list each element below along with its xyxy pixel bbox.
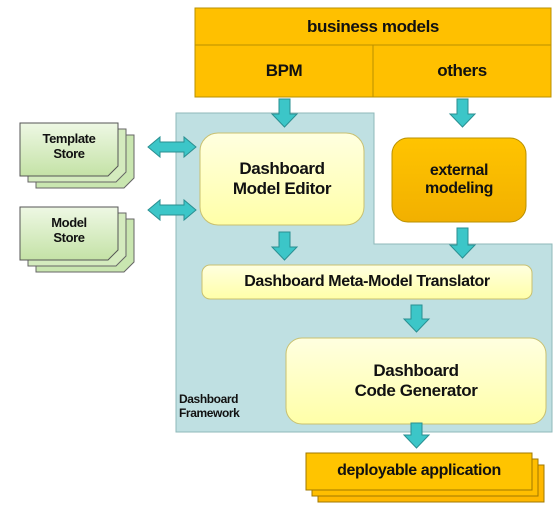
model-store-stack	[19, 206, 135, 273]
arrow-others-to-external	[448, 98, 477, 128]
external-modeling-label: external modeling	[425, 161, 493, 197]
business-models-box	[194, 7, 552, 98]
meta-model-translator-label: Dashboard Meta-Model Translator	[244, 272, 490, 290]
deployable-application-stack	[305, 452, 545, 503]
dashboard-model-editor-label: Dashboard Model Editor	[232, 159, 332, 198]
model-store-label: Model Store	[51, 215, 87, 245]
external-modeling-box	[391, 137, 527, 223]
arrow-bpm-to-editor	[270, 98, 299, 128]
deployable-application-label: deployable application	[337, 462, 501, 480]
business-models-title: business models	[307, 16, 439, 36]
template-store-stack	[19, 122, 135, 189]
dashboard-model-editor-box	[199, 132, 365, 226]
template-store-label: Template Store	[42, 131, 96, 161]
arrow-generator-to-application	[402, 422, 431, 449]
arrow-external-to-translator	[448, 227, 477, 259]
arrow-translator-to-generator	[402, 304, 431, 333]
others-label: others	[437, 61, 487, 81]
arrow-model-store-editor	[147, 198, 197, 222]
bpm-label: BPM	[265, 61, 303, 81]
meta-model-translator-box	[201, 264, 533, 300]
code-generator-label: Dashboard Code Generator	[354, 361, 478, 400]
dashboard-framework-label: Dashboard Framework	[179, 392, 240, 420]
arrow-editor-to-translator	[270, 231, 299, 261]
arrow-template-store-editor	[147, 135, 197, 159]
